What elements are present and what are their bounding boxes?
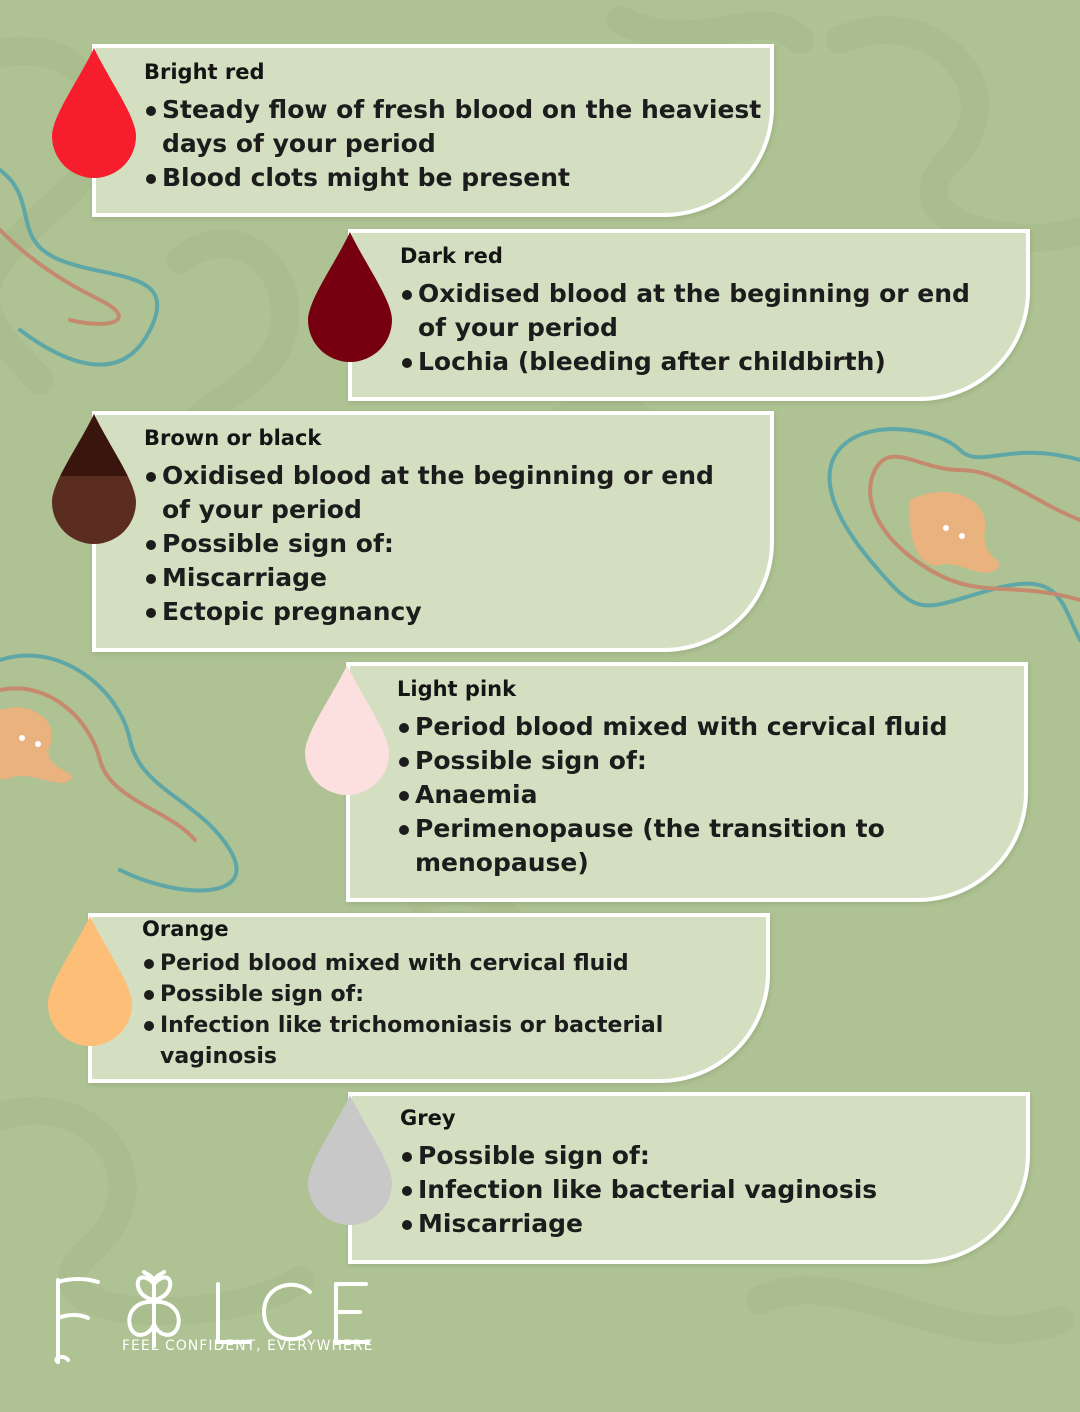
brand-tagline: FEEL CONFIDENT, EVERYWHERE	[122, 1338, 374, 1354]
card-brown-or-black	[92, 411, 774, 652]
list-item: Period blood mixed with cervical fluid	[397, 710, 997, 744]
card-grey	[348, 1092, 1030, 1264]
list-item: Perimenopause (the transition to menopau…	[397, 812, 885, 880]
list-item: Infection like bacterial vaginosis	[400, 1173, 1000, 1207]
list-item: Steady flow of fresh blood on the heavie…	[144, 93, 764, 161]
list-item: Miscarriage	[144, 561, 744, 595]
list-item: Possible sign of:	[397, 744, 997, 778]
blood-drop-orange-icon	[48, 916, 132, 1046]
card-item-list: Period blood mixed with cervical fluid P…	[397, 710, 997, 880]
card-item-list: Oxidised blood at the beginning or end o…	[144, 459, 744, 629]
list-item: Anaemia	[397, 778, 997, 812]
list-item: Period blood mixed with cervical fluid	[142, 948, 742, 979]
list-item: Oxidised blood at the beginning or end o…	[400, 277, 1000, 345]
list-item: Oxidised blood at the beginning or end o…	[144, 459, 744, 527]
list-item: Lochia (bleeding after childbirth)	[400, 345, 1000, 379]
card-title: Bright red	[144, 60, 265, 84]
card-light-pink	[346, 662, 1028, 902]
card-dark-red	[348, 229, 1030, 401]
card-item-list: Oxidised blood at the beginning or end o…	[400, 277, 1000, 379]
card-title: Brown or black	[144, 426, 322, 450]
list-item: Infection like trichomoniasis or bacteri…	[142, 1010, 742, 1072]
card-item-list: Period blood mixed with cervical fluid P…	[142, 948, 742, 1072]
blood-drop-bright-red-icon	[52, 48, 136, 178]
blood-drop-light-pink-icon	[305, 665, 389, 795]
list-item: Possible sign of:	[400, 1139, 1000, 1173]
list-item: Ectopic pregnancy	[144, 595, 744, 629]
list-item: Miscarriage	[400, 1207, 1000, 1241]
blood-drop-brown-icon	[52, 414, 136, 544]
list-item: Possible sign of:	[144, 527, 744, 561]
blood-drop-grey-icon	[308, 1095, 392, 1225]
card-title: Grey	[400, 1106, 456, 1130]
blood-drop-dark-red-icon	[308, 232, 392, 362]
card-bright-red	[92, 44, 774, 217]
feelce-logo	[54, 1270, 370, 1364]
card-item-list: Possible sign of: Infection like bacteri…	[400, 1139, 1000, 1241]
card-item-list: Steady flow of fresh blood on the heavie…	[144, 93, 764, 195]
background-blob	[910, 491, 1000, 573]
list-item: Possible sign of:	[142, 979, 742, 1010]
list-item: Blood clots might be present	[144, 161, 764, 195]
card-title: Orange	[142, 917, 229, 941]
card-title: Light pink	[397, 677, 517, 701]
card-title: Dark red	[400, 244, 503, 268]
